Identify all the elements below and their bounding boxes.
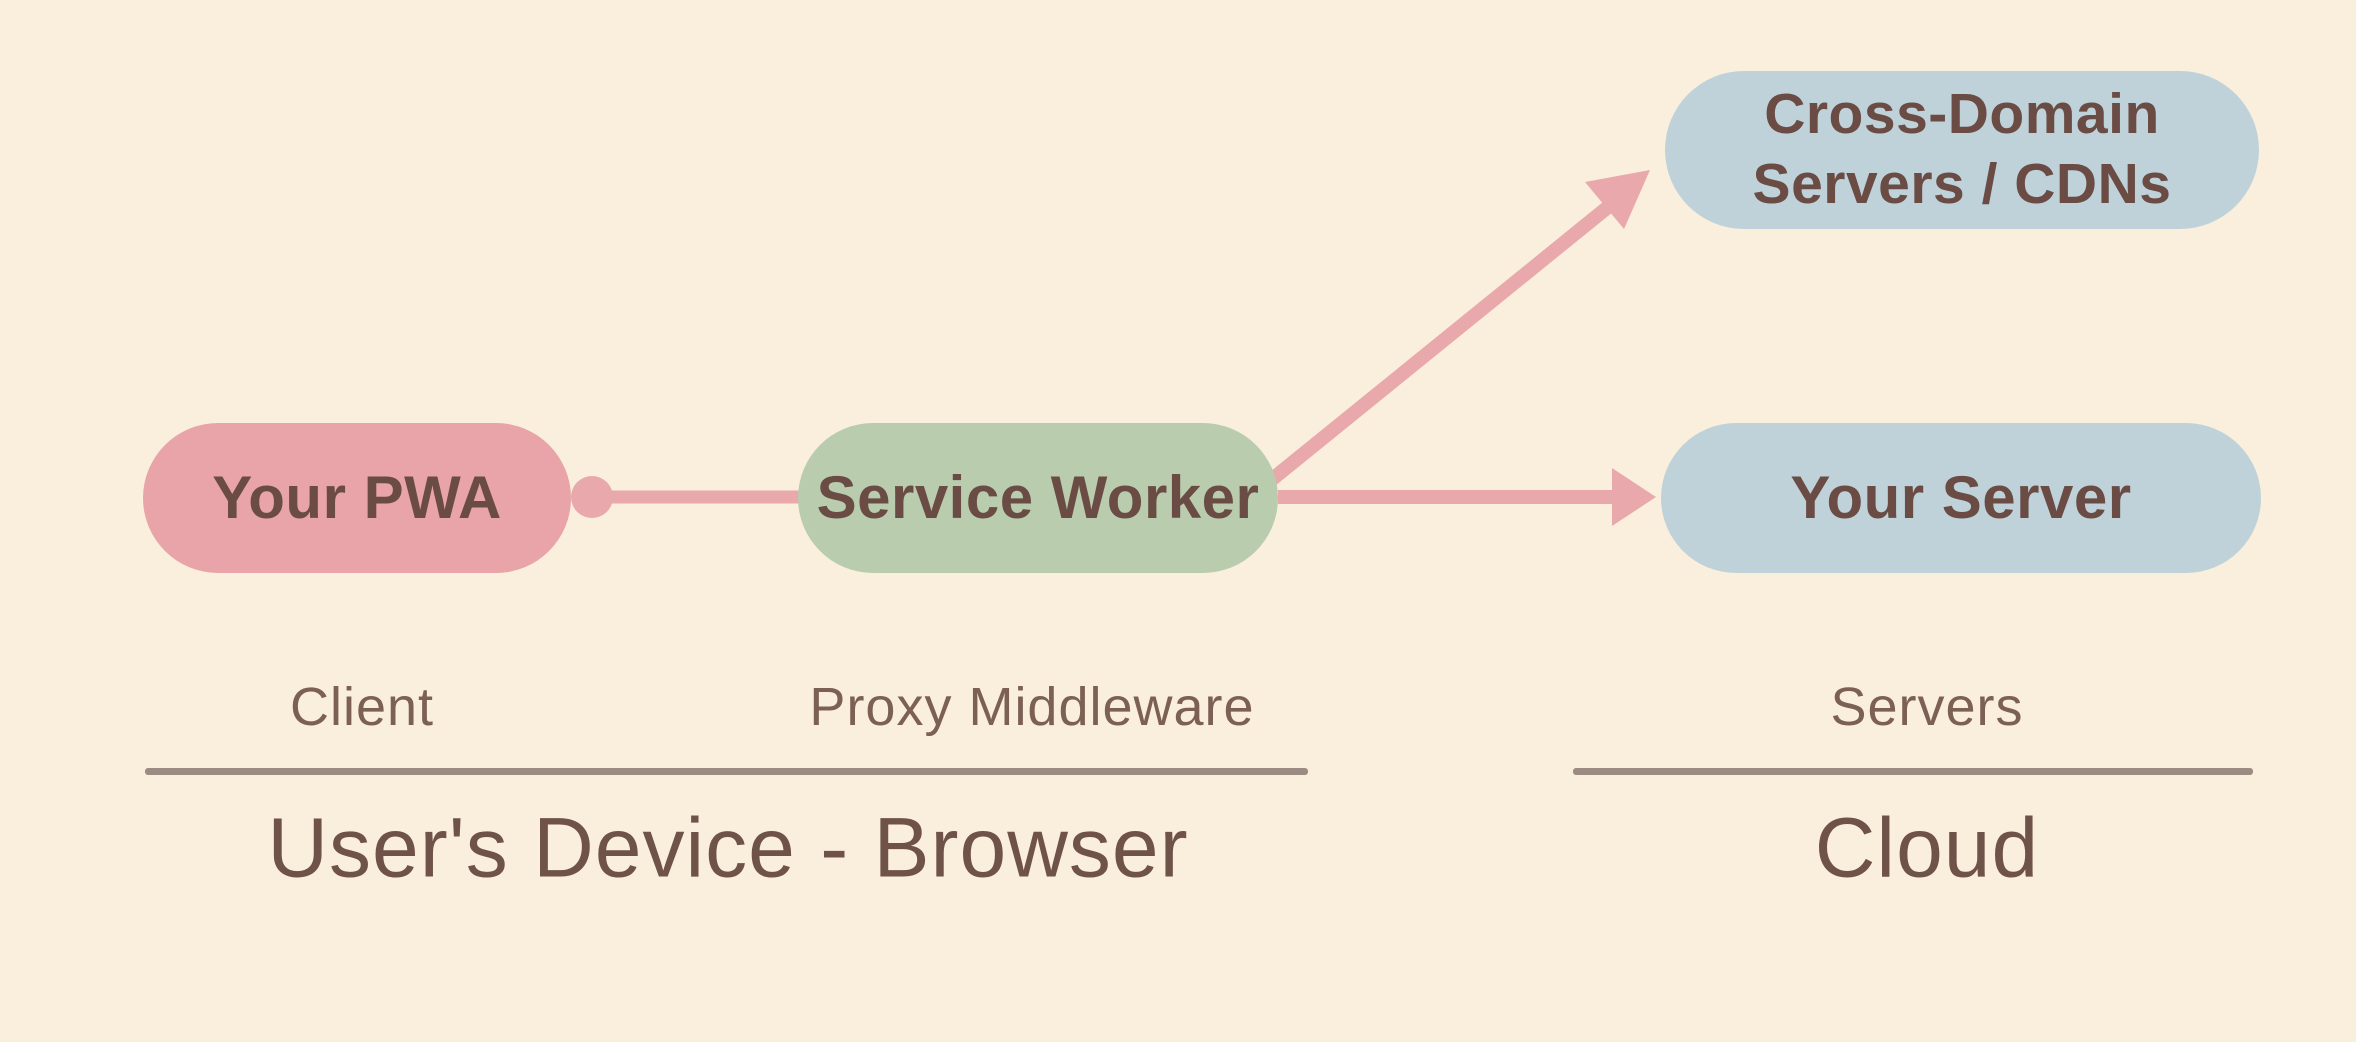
node-service-worker-label: Service Worker [816,464,1260,532]
node-cross-domain-servers-label: Cross-Domain Servers / CDNs [1753,80,2172,219]
section-label-users-device: User's Device - Browser [267,800,1189,895]
node-cross-domain-servers: Cross-Domain Servers / CDNs [1665,71,2259,229]
label-proxy-middleware: Proxy Middleware [809,677,1255,737]
connector-dot [571,476,613,518]
arrowhead-sw-to-your-server-icon [1612,468,1656,526]
section-label-cloud: Cloud [1814,800,2040,895]
cross-domain-line-1: Cross-Domain [1764,82,2160,147]
divider-cloud [1573,768,2253,775]
node-your-server: Your Server [1661,423,2261,573]
node-service-worker: Service Worker [798,423,1278,573]
node-your-server-label: Your Server [1790,464,2132,532]
cross-domain-line-2: Servers / CDNs [1752,152,2172,216]
divider-users-device [145,768,1308,775]
arrow-line-sw-to-cross-domain [1260,201,1613,491]
node-your-pwa: Your PWA [143,423,571,573]
arrowhead-sw-to-cross-domain-icon [1585,170,1650,229]
node-your-pwa-label: Your PWA [212,464,502,532]
label-client: Client [289,677,435,737]
label-servers: Servers [1830,677,2024,737]
